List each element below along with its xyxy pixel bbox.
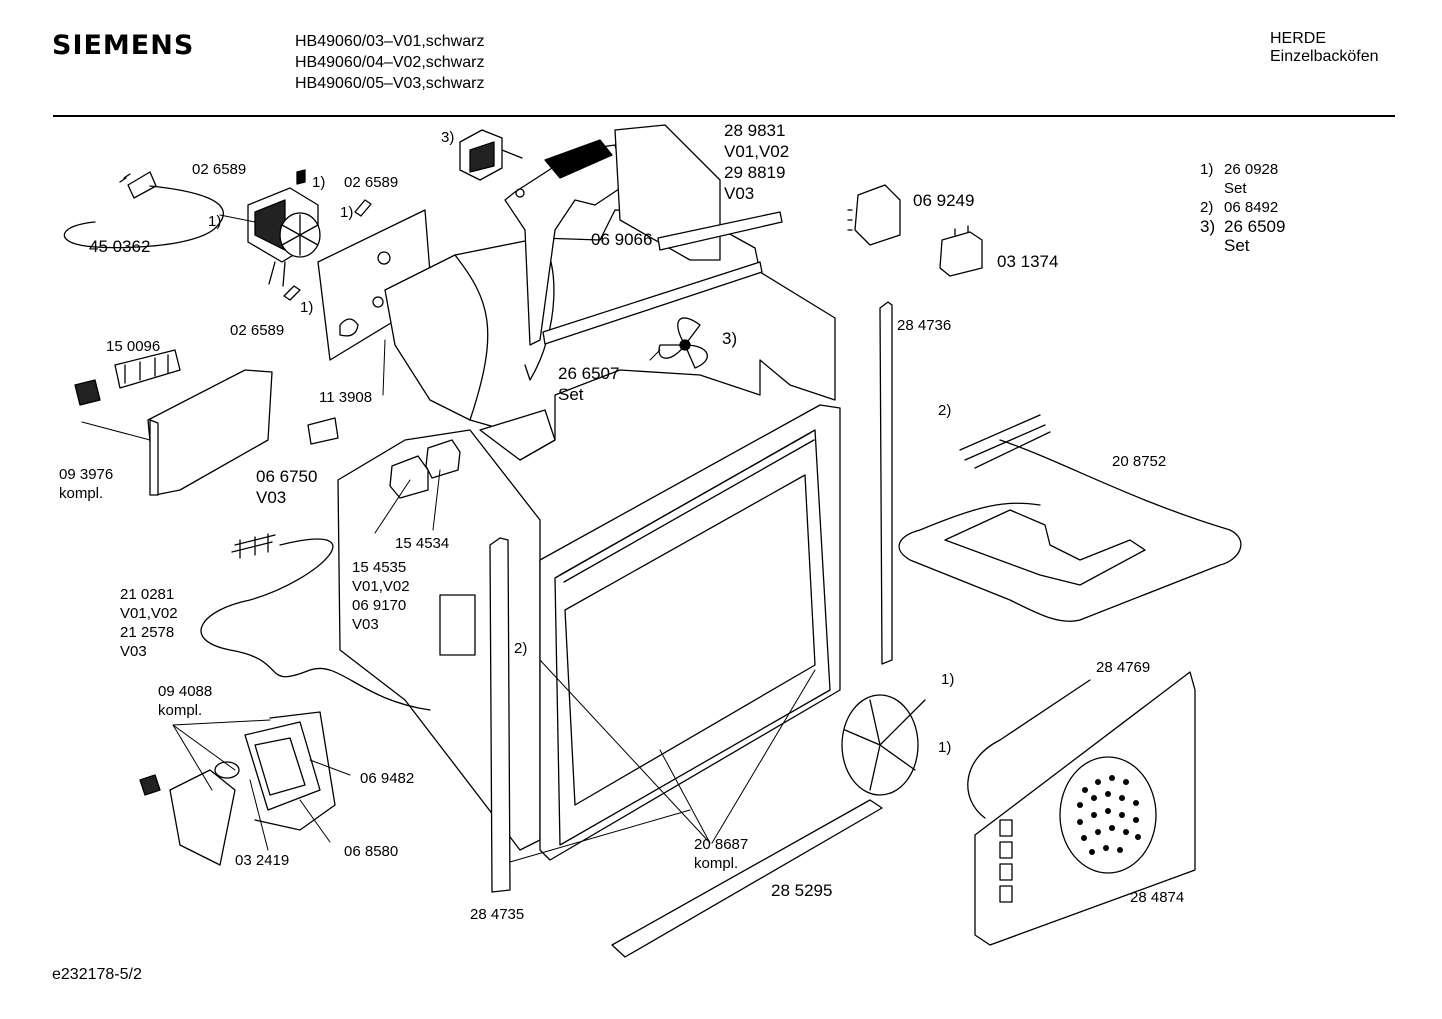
fan-blade-part <box>658 317 708 369</box>
part-label: 02 6589 <box>230 322 285 339</box>
model-list: HB49060/03–V01,schwarz HB49060/04–V02,sc… <box>295 31 484 94</box>
sensor-part <box>847 184 901 246</box>
part-label: 28 4735 <box>470 906 525 923</box>
category-subtitle: Einzelbacköfen <box>1270 48 1379 65</box>
rail-left-part <box>489 537 511 893</box>
top-channel-part <box>504 139 626 346</box>
clip-part <box>283 285 301 301</box>
part-label: 15 0096 <box>106 338 161 355</box>
part-label: 02 6589 <box>192 161 247 178</box>
rear-panel-part <box>967 671 1196 946</box>
part-label: 20 8752 <box>1112 453 1167 470</box>
cover-panel-part <box>614 124 721 261</box>
switch-part <box>939 225 983 277</box>
part-label: 06 8580 <box>344 843 399 860</box>
motor-part <box>459 129 523 181</box>
part-label: 1) <box>208 213 222 230</box>
part-label: 2) <box>938 402 952 419</box>
brand-logo: SIEMENS <box>52 30 195 61</box>
model-line: HB49060/04–V02,schwarz <box>295 54 485 71</box>
clip-part <box>296 169 306 185</box>
model-line: HB49060/03–V01,schwarz <box>295 33 485 50</box>
part-label: 28 4736 <box>897 317 952 334</box>
part-label: 02 6589 <box>344 174 399 191</box>
fan-motor-part <box>247 187 321 287</box>
strip-part <box>657 211 783 251</box>
part-label: 1) <box>300 299 314 316</box>
rail-right-part <box>879 301 893 665</box>
part-label: 28 4874 <box>1130 889 1185 906</box>
part-label: 15 4534 <box>395 535 450 552</box>
strip-part <box>542 261 763 345</box>
header-divider <box>53 115 1395 117</box>
rear-fan-part <box>841 694 926 796</box>
part-label: 03 1374 <box>997 252 1059 271</box>
part-label: 1) <box>340 204 354 221</box>
part-label: 1) <box>312 174 326 191</box>
part-label: 06 9249 <box>913 191 975 210</box>
thermostat-part <box>307 417 461 499</box>
part-label: 28 4769 <box>1096 659 1151 676</box>
part-label: 45 0362 <box>89 237 151 256</box>
category-title: HERDE <box>1270 30 1327 47</box>
part-label: 3) <box>722 329 738 348</box>
part-label: 06 9066 <box>591 230 653 249</box>
part-label: 03 2419 <box>235 852 290 869</box>
bottom-heater-part <box>200 533 431 711</box>
part-label: 28 5295 <box>771 881 833 900</box>
category: HERDE Einzelbacköfen <box>1270 30 1379 66</box>
clip-part <box>354 199 372 217</box>
bracket-part <box>147 369 273 496</box>
oven-lamp-part <box>139 711 336 866</box>
grill-heater-part <box>898 414 1242 622</box>
drawing-code: e232178-5/2 <box>52 966 142 983</box>
part-label: 1) <box>941 671 955 688</box>
part-label: 2) <box>514 640 528 657</box>
power-cord-part <box>63 171 225 249</box>
oven-cavity-part <box>337 404 841 861</box>
part-label: 06 9482 <box>360 770 415 787</box>
part-label: 3) <box>441 129 455 146</box>
footnote-row: 2) 06 8492 <box>1200 199 1279 216</box>
part-label: 11 3908 <box>319 389 373 406</box>
trim-strip-part <box>611 799 883 958</box>
wiring-holder-part <box>74 349 181 406</box>
model-line: HB49060/05–V03,schwarz <box>295 75 485 92</box>
part-label: 1) <box>938 739 952 756</box>
